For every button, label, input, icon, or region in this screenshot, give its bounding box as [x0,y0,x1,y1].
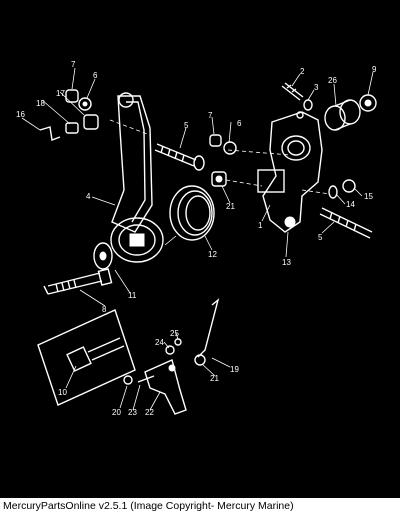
part-16-clip-wire [39,126,61,141]
part-21-fitting [211,171,227,187]
part-6-nut-mid [223,141,237,155]
part-21-fitting-lower [194,354,206,366]
part-14-washer [328,185,338,199]
callout-6-mid: 6 [237,119,242,128]
callout-8: 8 [102,305,107,314]
part-5-screw-right [319,207,373,239]
part-6-nut-left [78,97,92,111]
callout-6-left: 6 [93,71,98,80]
callout-9: 9 [372,65,377,74]
part-19-link-rod [197,298,220,358]
part-4-lever-arm [110,92,164,263]
callout-14: 14 [346,200,355,209]
part-2-screw [281,82,304,101]
part-26-bushing [324,99,361,131]
callout-4: 4 [86,192,91,201]
callout-10: 10 [58,388,67,397]
part-22-throttle-cam [144,359,187,415]
callout-25: 25 [170,329,179,338]
callout-11: 11 [128,291,137,300]
part-17-part-18-clip [65,114,99,134]
callout-12: 12 [208,250,217,259]
part-12-spring [164,185,215,246]
callout-5-left: 5 [184,121,189,130]
alignment-lines [109,119,331,195]
part-1-bracket [257,111,323,233]
part-9-nut [359,94,377,112]
callout-24: 24 [155,338,164,347]
callout-13: 13 [282,258,291,267]
part-11-washer [93,242,113,270]
leader-lines [21,67,374,411]
callout-15: 15 [364,192,373,201]
callout-7-mid: 7 [208,111,213,120]
callout-22: 22 [145,408,154,417]
part-7-stud-left [65,89,79,103]
callout-21-mid: 21 [226,202,235,211]
callout-21-lower: 21 [210,374,219,383]
part-7-stud-mid [209,134,222,147]
callout-23: 23 [128,408,137,417]
part-5-screw-left [154,143,205,171]
callout-26: 26 [328,76,337,85]
callout-2: 2 [300,67,305,76]
part-3-washer [303,99,313,111]
callout-20: 20 [112,408,121,417]
callout-18: 18 [36,99,45,108]
callout-16: 16 [16,110,25,119]
callout-19: 19 [230,365,239,374]
callout-3: 3 [314,83,319,92]
callout-7-left: 7 [71,60,76,69]
callout-labels: 7 6 18 17 16 4 5 7 6 21 12 11 8 2 3 26 9… [16,60,377,417]
callout-17: 17 [56,89,65,98]
part-20-23-screws [123,375,155,385]
inset-box-part-10 [37,309,136,406]
exploded-parts-diagram: 7 6 18 17 16 4 5 7 6 21 12 11 8 2 3 26 9… [16,60,377,417]
copyright-footer: MercuryPartsOnline v2.5.1 (Image Copyrig… [0,498,400,514]
part-8-bolt [43,268,113,295]
callout-1: 1 [258,221,263,230]
part-15-nut [342,179,356,193]
callout-5-right: 5 [318,233,323,242]
